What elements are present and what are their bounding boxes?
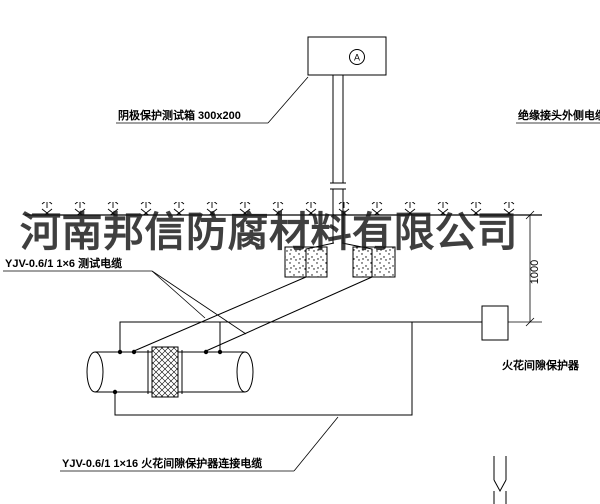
spark-gap-cable-label: YJV-0.6/1 1×16 火花间隙保护器连接电缆 bbox=[62, 456, 262, 470]
annotation-test-cable: YJV-0.6/1 1×6 测试电缆 bbox=[3, 256, 247, 335]
spark-gap-protector bbox=[481, 305, 509, 341]
spark-gap-wiring bbox=[114, 321, 482, 416]
annotation-outer-cable: 绝缘接头外侧电缆 bbox=[516, 108, 600, 124]
dimension-1000: 1000 bbox=[508, 210, 542, 327]
annotation-spark-gap: 火花间隙保护器 bbox=[502, 358, 580, 372]
pipe-end-left bbox=[86, 351, 104, 393]
test-box-label: 阴极保护测试箱 300x200 bbox=[118, 108, 241, 122]
test-box: A bbox=[307, 36, 387, 76]
annotation-spark-gap-cable: YJV-0.6/1 1×16 火花间隙保护器连接电缆 bbox=[60, 416, 339, 472]
annotation-test-box: 阴极保护测试箱 300x200 bbox=[116, 76, 309, 124]
ammeter-letter: A bbox=[354, 53, 360, 63]
concrete-block-right bbox=[352, 246, 396, 278]
conduit-riser bbox=[330, 75, 346, 243]
pipeline bbox=[86, 346, 254, 398]
test-cables bbox=[133, 242, 373, 352]
company-watermark: 河南邦信防腐材料有限公司 bbox=[20, 209, 518, 255]
cable-terminals bbox=[112, 349, 223, 395]
test-cable-label: YJV-0.6/1 1×6 测试电缆 bbox=[5, 256, 122, 270]
insulating-joint bbox=[147, 346, 183, 398]
soil-hatch bbox=[25, 202, 517, 215]
ground-line bbox=[25, 202, 542, 216]
ammeter-icon: A bbox=[349, 49, 365, 65]
pipe-break-symbol bbox=[493, 456, 507, 504]
dimension-text: 1000 bbox=[529, 260, 541, 284]
spark-gap-label: 火花间隙保护器 bbox=[502, 358, 580, 372]
pipe-end-right bbox=[236, 351, 254, 393]
outer-cable-label: 绝缘接头外侧电缆 bbox=[518, 108, 600, 122]
